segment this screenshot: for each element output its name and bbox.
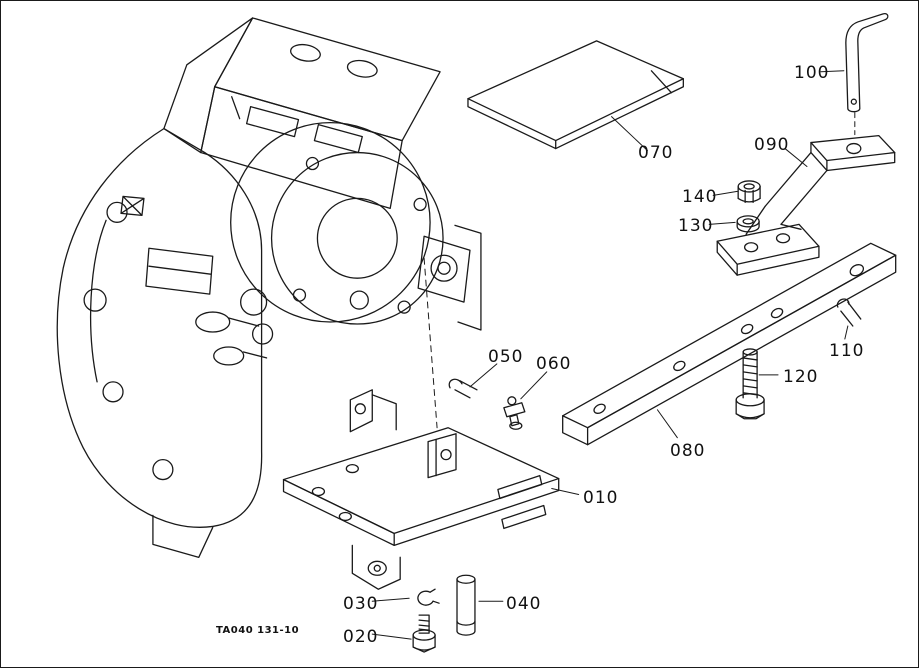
part-label-030: 030 xyxy=(343,594,379,614)
part-label-130: 130 xyxy=(678,216,714,236)
part-label-040: 040 xyxy=(506,594,542,614)
leader-020 xyxy=(371,633,412,640)
washer-130 xyxy=(736,215,760,233)
bolt-020 xyxy=(412,614,436,653)
drawbar-080 xyxy=(562,242,897,446)
drawing-code: TA040 131-10 xyxy=(216,625,300,636)
leader-lines xyxy=(371,70,849,640)
part-label-140: 140 xyxy=(682,187,718,207)
pin-040 xyxy=(456,574,476,636)
lever-100 xyxy=(845,13,889,136)
part-label-120: 120 xyxy=(783,367,819,387)
leader-080 xyxy=(656,409,678,439)
part-label-060: 060 xyxy=(536,354,572,374)
bracket-090 xyxy=(716,134,896,276)
part-label-080: 080 xyxy=(670,441,706,461)
leader-060 xyxy=(520,371,548,400)
bolt-120 xyxy=(735,348,765,420)
leader-100 xyxy=(820,70,845,73)
part-label-110: 110 xyxy=(829,341,865,361)
engine-assembly xyxy=(56,17,482,558)
leader-090 xyxy=(784,148,808,168)
part-label-090: 090 xyxy=(754,135,790,155)
leader-030 xyxy=(371,597,410,602)
plate-070 xyxy=(467,40,684,150)
leader-140 xyxy=(712,190,738,196)
nut-140 xyxy=(737,180,761,204)
part-label-050: 050 xyxy=(488,347,524,367)
grease-fitting-060 xyxy=(503,396,526,430)
part-label-070: 070 xyxy=(638,143,674,163)
mount-bracket-010 xyxy=(282,389,560,590)
part-label-100: 100 xyxy=(794,63,830,83)
snap-ring-030 xyxy=(417,588,440,606)
leader-110 xyxy=(844,325,849,340)
leader-130 xyxy=(708,221,736,225)
leader-050 xyxy=(469,363,498,388)
leader-010 xyxy=(551,488,580,496)
leader-070 xyxy=(611,116,648,152)
cotter-pin-050 xyxy=(448,378,478,399)
part-label-010: 010 xyxy=(583,488,619,508)
part-label-020: 020 xyxy=(343,627,379,647)
